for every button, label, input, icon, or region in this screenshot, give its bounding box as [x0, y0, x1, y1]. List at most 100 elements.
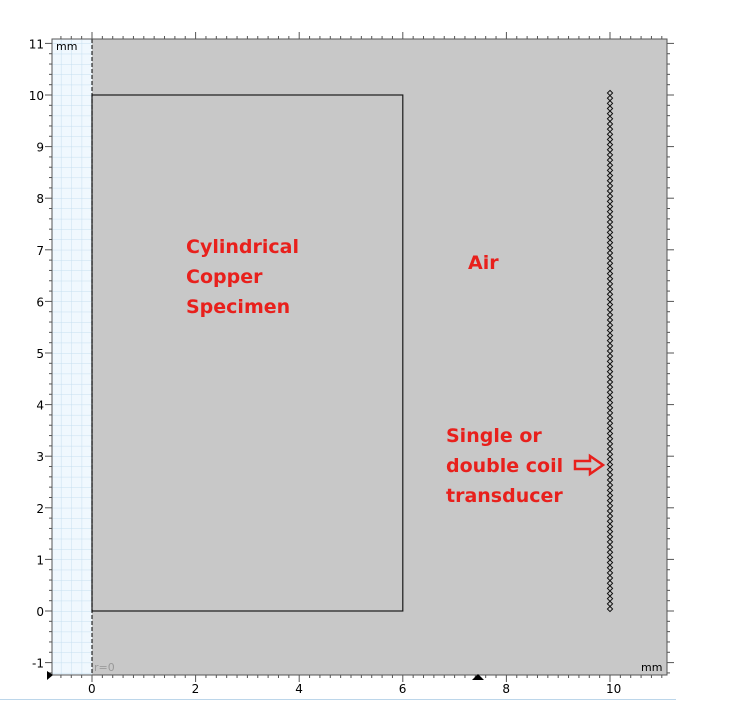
coil-turn: [606, 481, 614, 489]
coil-turn: [606, 564, 614, 572]
coil-turn: [606, 533, 614, 541]
specimen-label-line: Copper: [186, 266, 263, 288]
coil-turn: [606, 404, 614, 412]
coil-turn: [606, 574, 614, 582]
specimen-label: Cylindrical Copper Specimen: [186, 232, 299, 322]
air-label: Air: [468, 252, 499, 274]
coil-turn: [606, 110, 614, 117]
coil-turn: [606, 208, 614, 215]
coil-turn: [606, 435, 614, 443]
coil-turn: [606, 244, 614, 252]
y-tick-label: -1: [32, 657, 44, 671]
y-tick-label: 2: [36, 502, 44, 516]
coil-turn: [606, 203, 614, 210]
coil-turn: [606, 213, 614, 221]
coil-turn: [606, 301, 614, 308]
coil-turn: [606, 358, 614, 365]
air-domain[interactable]: [92, 39, 667, 675]
coil-turn: [606, 177, 614, 185]
x-tick-label: 10: [606, 682, 621, 696]
specimen-label-line: Cylindrical: [186, 236, 299, 258]
unit-label-bottom: mm: [641, 661, 663, 674]
coil-turn: [606, 141, 614, 148]
coil-turn: [606, 445, 614, 453]
y-tick-label: 11: [29, 37, 44, 51]
coil-turn: [606, 517, 614, 525]
coil-turns[interactable]: [606, 89, 614, 613]
coil-turn: [606, 229, 614, 236]
coil-turn: [606, 595, 614, 602]
coil-turn: [606, 425, 614, 432]
arrow-right-icon: [573, 453, 606, 477]
transducer-label-line: Single or: [446, 425, 542, 447]
coil-turn: [606, 456, 614, 463]
grid-background: [52, 39, 92, 675]
coil-turn: [606, 254, 614, 262]
coil-turn: [606, 466, 614, 473]
coil-turn: [606, 352, 614, 360]
coil-turn: [606, 461, 614, 468]
coil-turn: [606, 492, 614, 499]
y-tick-label: 7: [36, 244, 44, 258]
coil-turn: [606, 394, 614, 401]
y-tick-label: 3: [36, 450, 44, 464]
y-tick-label: 10: [29, 89, 44, 103]
coil-turn: [606, 239, 614, 246]
y-tick-label: 1: [36, 553, 44, 567]
coil-turn: [606, 296, 614, 303]
coil-turn: [606, 590, 614, 597]
coil-turn: [606, 161, 614, 169]
coil-turn: [606, 502, 614, 510]
coil-turn: [606, 192, 614, 200]
coil-turn: [606, 579, 614, 587]
coil-turn: [606, 275, 614, 283]
coil-turn: [606, 585, 614, 592]
coil-turn: [606, 100, 614, 107]
coil-turn: [606, 223, 614, 231]
coil-turn: [606, 316, 614, 324]
coil-turn: [606, 120, 614, 128]
coil-turn: [606, 347, 614, 355]
coil-turn: [606, 167, 614, 174]
coil-turn: [606, 136, 614, 143]
coil-turn: [606, 259, 614, 267]
coil-turn: [606, 497, 614, 504]
coil-turn: [606, 507, 614, 515]
coil-turn: [606, 471, 614, 479]
y-tick-label: 8: [36, 192, 44, 206]
coil-turn: [606, 218, 614, 226]
specimen-label-line: Specimen: [186, 296, 291, 318]
coil-turn: [606, 337, 614, 344]
coil-turn: [606, 409, 614, 417]
y-tick-label: 5: [36, 347, 44, 361]
divider: [0, 699, 676, 700]
coil-turn: [606, 373, 614, 381]
coil-turn: [606, 419, 614, 427]
coil-turn: [606, 182, 614, 190]
coil-turn: [606, 383, 614, 391]
coil-turn: [606, 151, 614, 159]
coil-turn: [606, 554, 614, 561]
coil-turn: [606, 600, 614, 608]
x-tick-label: 6: [399, 682, 407, 696]
coil-turn: [606, 306, 614, 314]
coil-turn: [606, 559, 614, 566]
coil-turn: [606, 94, 614, 102]
coil-turn: [606, 528, 614, 535]
coil-turn: [606, 234, 614, 241]
x-tick-label: 2: [192, 682, 200, 696]
coil-turn: [606, 311, 614, 319]
coil-turn: [606, 430, 614, 437]
y-tick-label: 6: [36, 295, 44, 309]
coil-turn: [606, 450, 614, 458]
unit-label-top: mm: [56, 40, 78, 53]
transducer-label-line: double coil: [446, 455, 564, 477]
coil-turn: [606, 321, 614, 329]
coil-turn: [606, 198, 614, 205]
coil-turn: [606, 440, 614, 448]
coil-turn: [606, 332, 614, 339]
coil-turn: [606, 548, 614, 556]
coil-turn: [606, 543, 614, 551]
